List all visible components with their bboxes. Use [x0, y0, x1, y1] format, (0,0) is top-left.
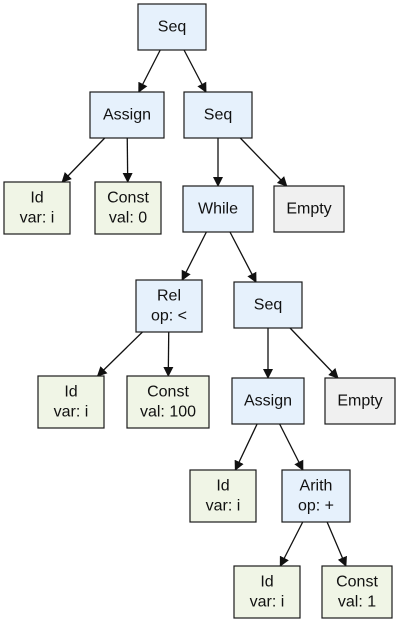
node-box	[37, 375, 105, 429]
edge-rel-1-to-id-2	[96, 331, 143, 377]
node-box	[182, 185, 254, 233]
node-attribute: val: 100	[140, 404, 196, 421]
node-label: Seq	[158, 19, 186, 36]
node-box	[135, 279, 203, 333]
edge-assign-2-to-id-3	[234, 423, 258, 471]
node-rel-1: Rel op: <	[135, 279, 203, 333]
node-assign-1: Assign	[89, 91, 165, 139]
node-label: Id	[64, 384, 77, 401]
node-attribute: val: 0	[109, 210, 147, 227]
node-label: While	[198, 201, 238, 218]
node-label: Seq	[254, 297, 282, 314]
node-const-1: Const val: 0	[94, 181, 162, 235]
node-box	[94, 181, 162, 235]
node-seq-2: Seq	[183, 91, 253, 139]
edge-assign-1-to-id-1	[61, 137, 106, 183]
node-id-4: Id var: i	[233, 565, 301, 619]
edge-seq-1-to-seq-2	[183, 49, 207, 93]
node-box	[233, 565, 301, 619]
node-box	[137, 3, 207, 51]
node-id-3: Id var: i	[189, 469, 257, 523]
node-seq-1: Seq	[137, 3, 207, 51]
node-id-2: Id var: i	[37, 375, 105, 429]
node-empty-2: Empty	[324, 377, 396, 425]
edge-arith-1-to-id-4	[279, 521, 304, 567]
node-label: Id	[216, 478, 229, 495]
node-attribute: var: i	[250, 594, 285, 611]
edge-arith-1-to-const-3	[326, 521, 347, 567]
node-box	[273, 185, 345, 233]
node-attribute: op: <	[151, 308, 187, 325]
node-attribute: var: i	[206, 498, 241, 515]
node-assign-2: Assign	[231, 377, 305, 425]
node-box	[321, 565, 393, 619]
node-empty-1: Empty	[273, 185, 345, 233]
node-box	[324, 377, 396, 425]
node-label: Seq	[204, 107, 232, 124]
edge-seq-3-to-empty-2	[289, 327, 339, 379]
node-label: Const	[147, 384, 189, 401]
edge-seq-2-to-empty-1	[239, 137, 288, 187]
node-label: Empty	[337, 393, 382, 410]
node-attribute: var: i	[54, 404, 89, 421]
node-box	[233, 281, 303, 329]
node-attribute: val: 1	[338, 594, 376, 611]
node-seq-3: Seq	[233, 281, 303, 329]
node-box	[183, 91, 253, 139]
node-label: Const	[107, 190, 149, 207]
node-box	[3, 181, 71, 235]
node-const-3: Const val: 1	[321, 565, 393, 619]
node-while-1: While	[182, 185, 254, 233]
node-attribute: var: i	[20, 210, 55, 227]
node-box	[281, 469, 351, 523]
node-label: Arith	[300, 478, 333, 495]
node-box	[89, 91, 165, 139]
node-label: Assign	[103, 107, 151, 124]
node-label: Id	[30, 190, 43, 207]
node-arith-1: Arith op: +	[281, 469, 351, 523]
node-box	[126, 375, 210, 429]
node-box	[231, 377, 305, 425]
edge-seq-1-to-assign-1	[138, 49, 161, 93]
node-label: Rel	[157, 288, 181, 305]
edge-while-1-to-seq-3	[229, 231, 257, 283]
node-label: Empty	[286, 201, 331, 218]
node-const-2: Const val: 100	[126, 375, 210, 429]
node-attribute: op: +	[298, 498, 334, 515]
node-label: Id	[260, 574, 273, 591]
node-id-1: Id var: i	[3, 181, 71, 235]
edges	[61, 49, 347, 567]
edge-assign-2-to-arith-1	[279, 423, 304, 471]
node-label: Assign	[244, 393, 292, 410]
node-label: Const	[336, 574, 378, 591]
node-box	[189, 469, 257, 523]
edge-while-1-to-rel-1	[181, 231, 207, 281]
